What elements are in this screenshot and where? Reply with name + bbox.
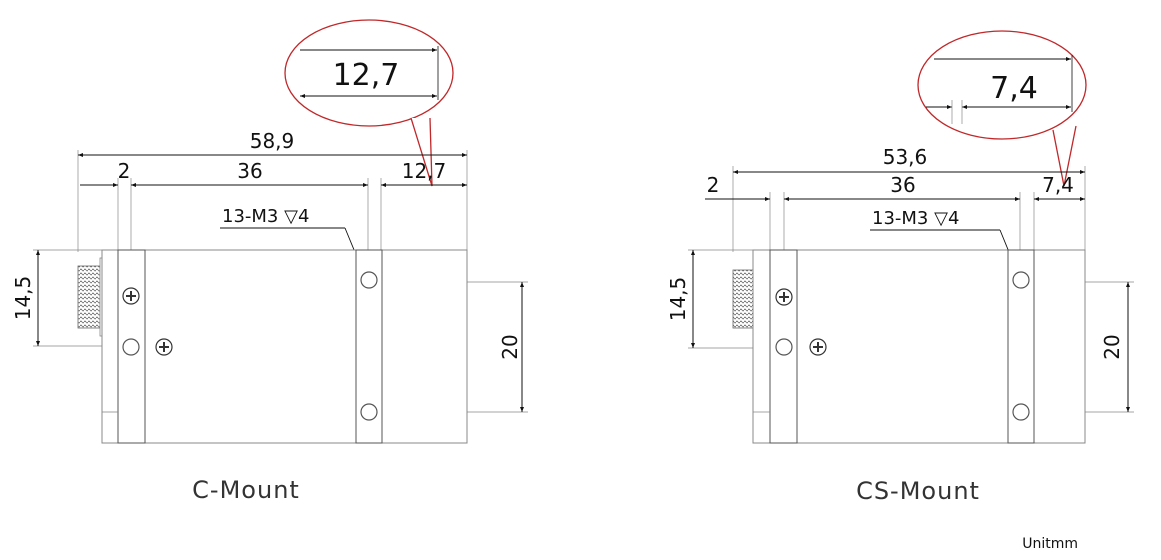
- cs-mount-callout-ellipse: [917, 30, 1087, 140]
- c-mount-callout-ellipse: [284, 19, 454, 127]
- c-mount-body-dim: 36: [237, 159, 262, 183]
- cs-mount-flange-dim: 2: [707, 173, 720, 197]
- cs-mount-title: CS-Mount: [856, 477, 980, 505]
- c-mount-spacing-dim: 20: [498, 334, 522, 359]
- cs-mount-hole-3: [1012, 403, 1030, 421]
- cs-mount-screw-2: [809, 338, 827, 356]
- c-mount-title: C-Mount: [192, 476, 300, 504]
- cs-mount-overall-dim: 53,6: [883, 145, 928, 169]
- c-mount-drawing: 12,7 58,9 2 36 12,7 13-M3 ▽4: [11, 19, 528, 504]
- c-mount-lens-thread: [77, 265, 101, 329]
- c-mount-flange-dim: 2: [118, 159, 131, 183]
- cs-mount-height-dim: 14,5: [666, 277, 690, 322]
- cs-mount-thread-note: 13-M3 ▽4: [872, 208, 959, 229]
- c-mount-callout-value: 12,7: [333, 58, 400, 93]
- cs-mount-drawing: 7,4 53,6 2 36 7,4 13-M3 ▽4: [666, 30, 1134, 505]
- c-mount-hole-1: [122, 338, 140, 356]
- cs-mount-body-dim: 36: [890, 173, 915, 197]
- c-mount-screw-1: [122, 287, 140, 305]
- c-mount-thread-note: 13-M3 ▽4: [222, 206, 309, 227]
- cs-mount-rear-dim: 7,4: [1042, 173, 1074, 197]
- cs-mount-callout-value: 7,4: [990, 71, 1038, 106]
- cs-mount-hole-1: [775, 338, 793, 356]
- c-mount-overall-dim: 58,9: [250, 129, 295, 153]
- cs-mount-callout-pointer: [1052, 125, 1077, 187]
- cs-mount-body: [752, 249, 1086, 444]
- c-mount-hole-3: [360, 403, 378, 421]
- cs-mount-hole-2: [1012, 271, 1030, 289]
- cs-mount-spacing-dim: 20: [1100, 334, 1124, 359]
- c-mount-hole-2: [360, 271, 378, 289]
- c-mount-height-dim: 14,5: [11, 276, 35, 321]
- cs-mount-lens-thread: [732, 269, 754, 329]
- unit-label: Unitmm: [1022, 536, 1078, 552]
- c-mount-screw-2: [155, 338, 173, 356]
- cs-mount-screw-1: [775, 288, 793, 306]
- c-mount-rear-dim: 12,7: [402, 159, 447, 183]
